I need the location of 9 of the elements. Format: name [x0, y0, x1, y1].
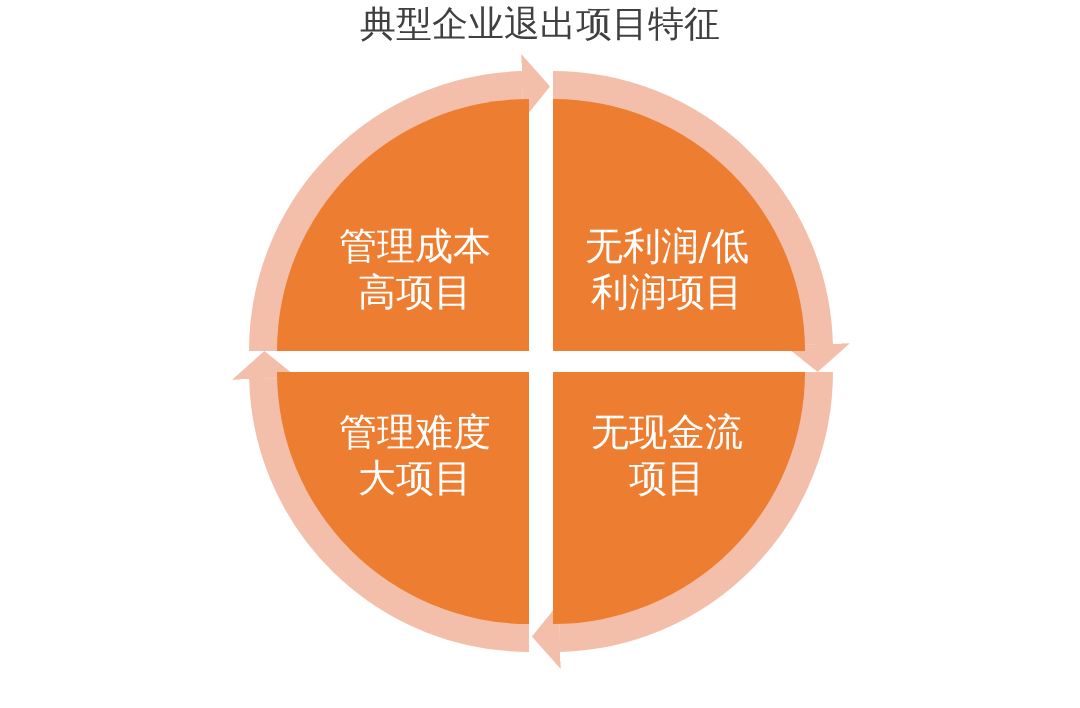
quarter-circle-segment [277, 372, 529, 624]
segment-label: 管理难度大项目 [338, 409, 492, 501]
quarter-circle-segment [277, 99, 529, 351]
segment-label: 无现金流项目 [590, 409, 744, 501]
title: 典型企业退出项目特征 [360, 4, 720, 44]
segment-label: 无利润/低利润项目 [583, 223, 751, 315]
quarter-circle-segment [553, 372, 805, 624]
segment-label: 管理成本高项目 [338, 223, 492, 315]
quarter-circle-segment [553, 99, 805, 351]
